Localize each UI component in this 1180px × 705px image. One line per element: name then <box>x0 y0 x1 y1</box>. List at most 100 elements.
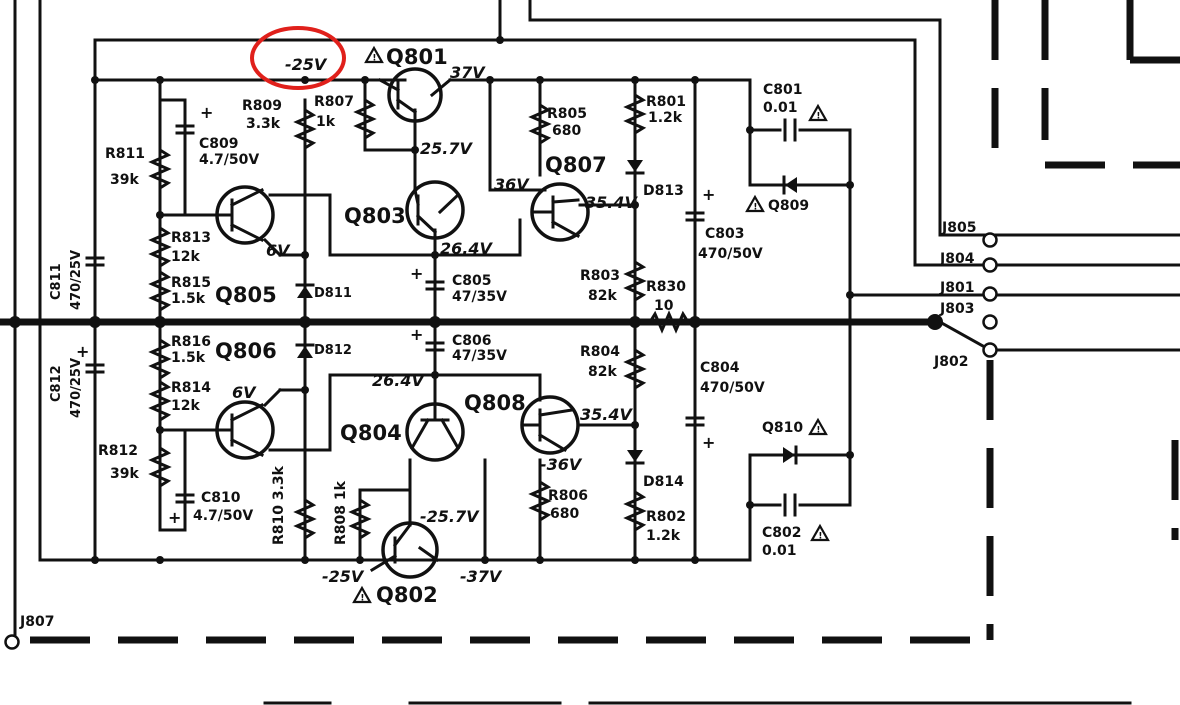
svg-text:Q809: Q809 <box>768 198 809 214</box>
svg-text:R801: R801 <box>646 94 686 110</box>
transistor-q805 <box>215 185 275 245</box>
svg-text:3.3k: 3.3k <box>246 116 281 132</box>
svg-text:1.2k: 1.2k <box>648 110 683 126</box>
capacitor-c812 <box>85 363 105 374</box>
connector-labels: J805 J804 J801 J803 J802 J807 <box>19 220 976 630</box>
svg-text:+: + <box>76 342 89 361</box>
svg-text:C812: C812 <box>49 365 64 402</box>
diode-d810 <box>783 445 798 465</box>
svg-text:-25.7V: -25.7V <box>420 507 480 526</box>
svg-text:82k: 82k <box>588 364 617 380</box>
svg-text:C803: C803 <box>705 226 745 242</box>
resistor-r814 <box>148 380 172 422</box>
warning-triangle-icon <box>745 195 765 214</box>
resistor-r809 <box>293 108 317 150</box>
svg-text:C811: C811 <box>49 263 64 300</box>
voltage-labels: -25V 37V 25.7V 36V 35.4V 6V 26.4V 6V 26.… <box>232 55 638 586</box>
svg-text:0.01: 0.01 <box>762 543 797 559</box>
capacitor-c802 <box>783 493 797 517</box>
resistor-r802 <box>623 490 647 532</box>
capacitor-c803 <box>685 211 705 222</box>
resistor-r803 <box>623 260 647 302</box>
svg-text:R810 3.3k: R810 3.3k <box>271 465 287 545</box>
resistor-r812 <box>148 446 172 488</box>
svg-text:R809: R809 <box>242 98 282 114</box>
svg-text:R830: R830 <box>646 279 686 295</box>
voltage-circled: -25V <box>285 55 328 74</box>
svg-text:12k: 12k <box>171 249 200 265</box>
resistor-r808 <box>348 498 372 540</box>
svg-text:R815: R815 <box>171 275 211 291</box>
svg-text:R811: R811 <box>105 146 145 162</box>
svg-text:1k: 1k <box>316 114 336 130</box>
svg-text:C806: C806 <box>452 333 492 349</box>
svg-text:680: 680 <box>552 123 581 139</box>
svg-text:R805: R805 <box>547 106 587 122</box>
diode-d809 <box>782 175 797 195</box>
polarity-marks: + + + + + + + <box>76 103 715 527</box>
transistor-q801 <box>377 67 453 123</box>
svg-text:1.5k: 1.5k <box>171 291 206 307</box>
svg-text:C809: C809 <box>199 136 239 152</box>
transistor-q808 <box>520 395 580 455</box>
connector-terminals <box>4 232 998 650</box>
resistor-labels: R809 3.3k R807 1k R811 39k R813 12k R815… <box>98 94 686 545</box>
svg-text:39k: 39k <box>110 172 139 188</box>
svg-text:470/50V: 470/50V <box>700 380 765 396</box>
svg-text:6V: 6V <box>266 241 291 260</box>
resistor-r813 <box>148 226 172 268</box>
svg-text:4.7/50V: 4.7/50V <box>193 508 253 524</box>
warning-triangle-icon <box>808 104 828 123</box>
resistor-r816 <box>148 338 172 380</box>
junction-dots <box>9 36 943 564</box>
svg-text:Q804: Q804 <box>340 421 402 445</box>
svg-text:R808 1k: R808 1k <box>333 480 349 545</box>
svg-text:R802: R802 <box>646 509 686 525</box>
svg-text:C805: C805 <box>452 273 492 289</box>
svg-text:Q810: Q810 <box>762 420 803 436</box>
svg-text:12k: 12k <box>171 398 200 414</box>
svg-text:C802: C802 <box>762 525 802 541</box>
svg-text:R804: R804 <box>580 344 620 360</box>
capacitor-labels: C809 4.7/50V C801 0.01 C803 470/50V C811… <box>49 82 803 559</box>
svg-text:R806: R806 <box>548 488 588 504</box>
svg-text:1.2k: 1.2k <box>646 528 681 544</box>
red-circle-annotation <box>250 26 346 90</box>
svg-text:J803: J803 <box>939 301 974 317</box>
resistor-r811 <box>148 148 172 190</box>
warning-triangle-icon <box>808 418 828 437</box>
diode-d813 <box>625 160 645 175</box>
svg-text:Q803: Q803 <box>344 204 406 228</box>
svg-text:-37V: -37V <box>460 567 503 586</box>
svg-text:R814: R814 <box>171 380 211 396</box>
diode-labels: D813 Q809 D811 D812 Q810 D814 <box>314 183 809 490</box>
svg-text:D812: D812 <box>314 343 352 358</box>
dashed-boundary <box>30 0 1180 644</box>
svg-text:6V: 6V <box>232 383 257 402</box>
transistor-q806 <box>215 400 275 460</box>
svg-text:35.4V: 35.4V <box>585 193 638 212</box>
svg-text:D813: D813 <box>643 183 684 199</box>
svg-text:+: + <box>410 264 423 283</box>
capacitors <box>85 118 797 517</box>
transistors <box>215 67 590 579</box>
svg-text:-36V: -36V <box>540 455 583 474</box>
transistor-q804 <box>405 402 465 462</box>
transistor-labels: Q801 Q803 Q807 Q805 Q806 Q804 Q808 Q802 <box>215 45 607 607</box>
capacitor-c801 <box>783 118 797 142</box>
svg-text:+: + <box>168 508 181 527</box>
svg-text:470/25V: 470/25V <box>69 250 84 310</box>
svg-text:Q806: Q806 <box>215 339 277 363</box>
resistor-r806 <box>528 480 552 522</box>
svg-text:R812: R812 <box>98 443 138 459</box>
resistor-r801 <box>623 93 647 135</box>
resistor-r810 <box>293 498 317 540</box>
resistor-r815 <box>148 270 172 312</box>
diode-d814 <box>625 450 645 465</box>
capacitor-c805 <box>425 280 445 291</box>
svg-text:10: 10 <box>654 298 674 314</box>
svg-text:-25V: -25V <box>322 567 365 586</box>
svg-text:D814: D814 <box>643 474 684 490</box>
warning-triangle-icon <box>352 586 372 605</box>
capacitor-c806 <box>425 341 445 352</box>
